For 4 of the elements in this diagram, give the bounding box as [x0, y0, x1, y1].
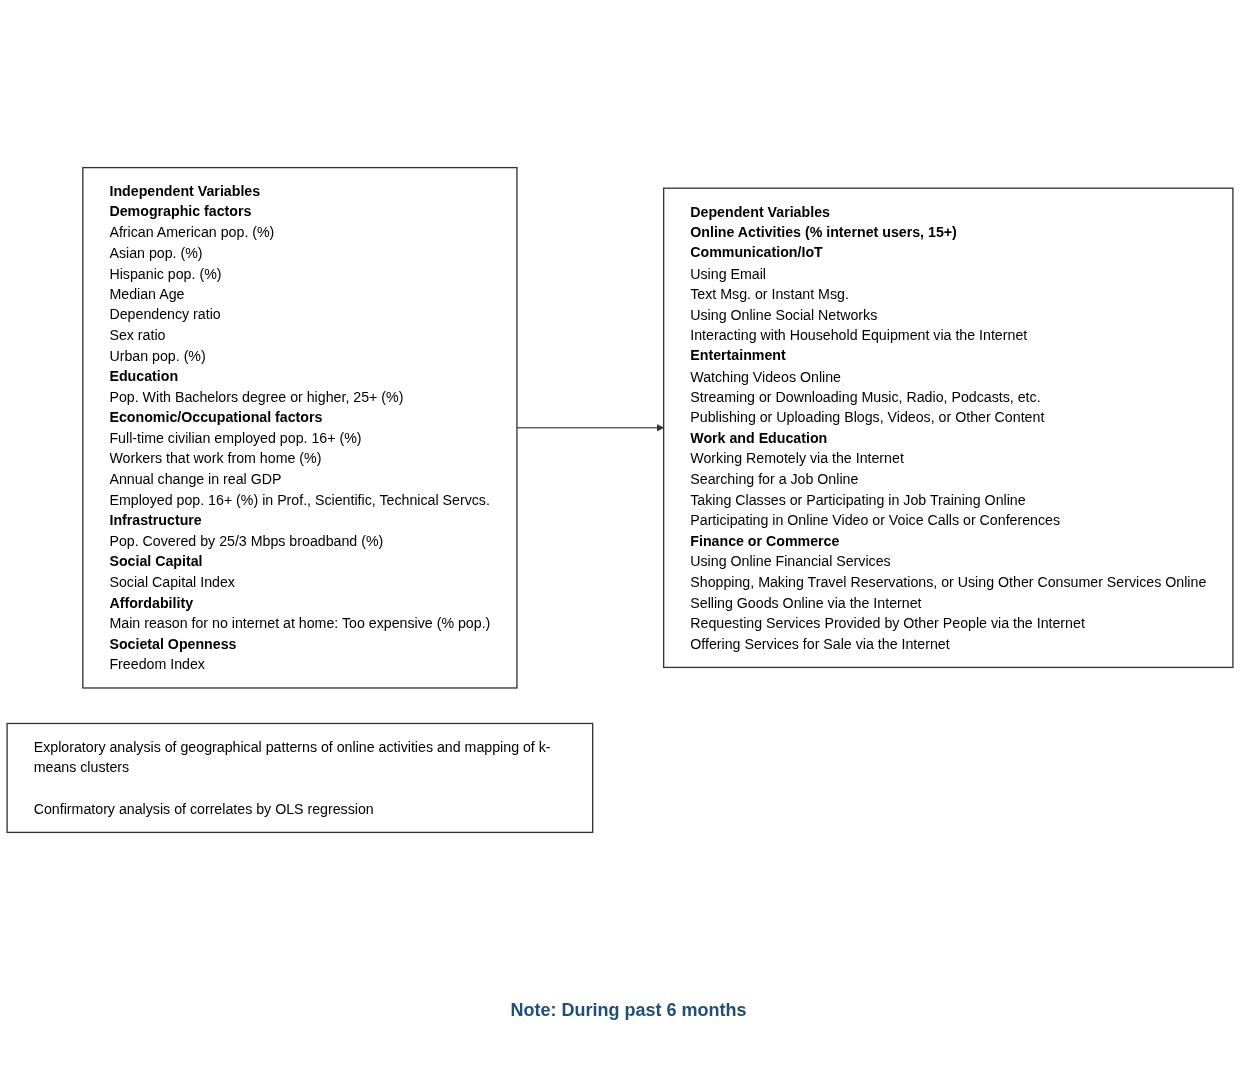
node-box: Independent Variables Demographic factors African American pop. (%) Asian pop. (%) Hispanic pop. (%) Median Age Dependency ratio Sex ratio Urban pop. (%) Education Pop. With Bachelors degree or higher, 25+ (%) Economic/Occupational factors Full-time civilian employed pop. 16+ (%) Workers that work from home (%) Annual change in real GDP Employed pop. 16+ (%) in Prof., Scientific, Technical Servcs. Infrastructure Pop. Covered by 25/3 Mbps broadband (%) Social Capital Social Capital Index Affordability Main reason for no internet at home: Too expensive (% pop.) Societal Openness Freedom Index: [82, 166, 518, 689]
node-box: Exploratory analysis of geographical patterns of online activities and mapping of k-means clusters Confirmatory analysis of correlates by OLS regression: [6, 722, 594, 834]
node-box: Dependent Variables Online Activities (% internet users, 15+) Communication/IoT Using Email Text Msg. or Instant Msg. Using Online Social Networks Interacting with Household Equipment via the Internet Entertainment Watching Videos Online Streaming or Downloading Music, Radio, Podcasts, etc. Publishing or Uploading Blogs, Videos, or Other Content Work and Education Working Remotely via the Internet Searching for a Job Online Taking Classes or Participating in Job Training Online Participating in Online Video or Voice Calls or Conferences Finance or Commerce Using Online Financial Services Shopping, Making Travel Reservations, or Using Other Consumer Services Online Selling Goods Online via the Internet Requesting Services Provided by Other People via the Internet Offering Services for Sale via the Internet: [663, 187, 1234, 669]
note-text: Note: During past 6 months: [509, 1000, 748, 1021]
